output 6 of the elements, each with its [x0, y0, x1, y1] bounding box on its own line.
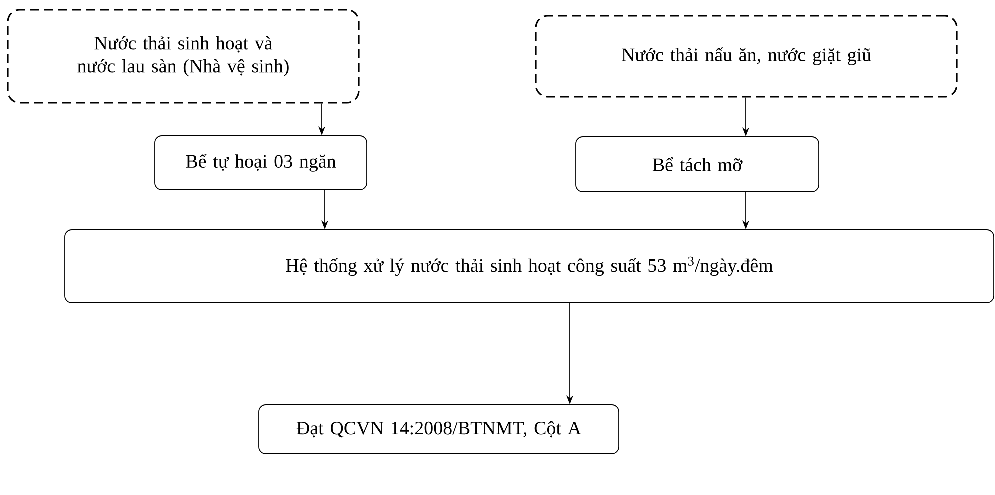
process-box: Đạt QCVN 14:2008/BTNMT, Cột A — [258, 404, 620, 454]
process-box: Nước thải nấu ăn, nước giặt giũ — [535, 15, 958, 98]
process-box: Bể tự hoại 03 ngăn — [154, 136, 368, 190]
process-box: Bể tách mỡ — [576, 136, 820, 192]
process-box: Hệ thống xử lý nước thải sinh hoạt công suất 53 m$^{3}$/ngày.đêm — [64, 230, 994, 304]
process-box: Nước thải sinh hoạt và nước lau sàn (Nhà vệ sinh) — [7, 9, 360, 104]
